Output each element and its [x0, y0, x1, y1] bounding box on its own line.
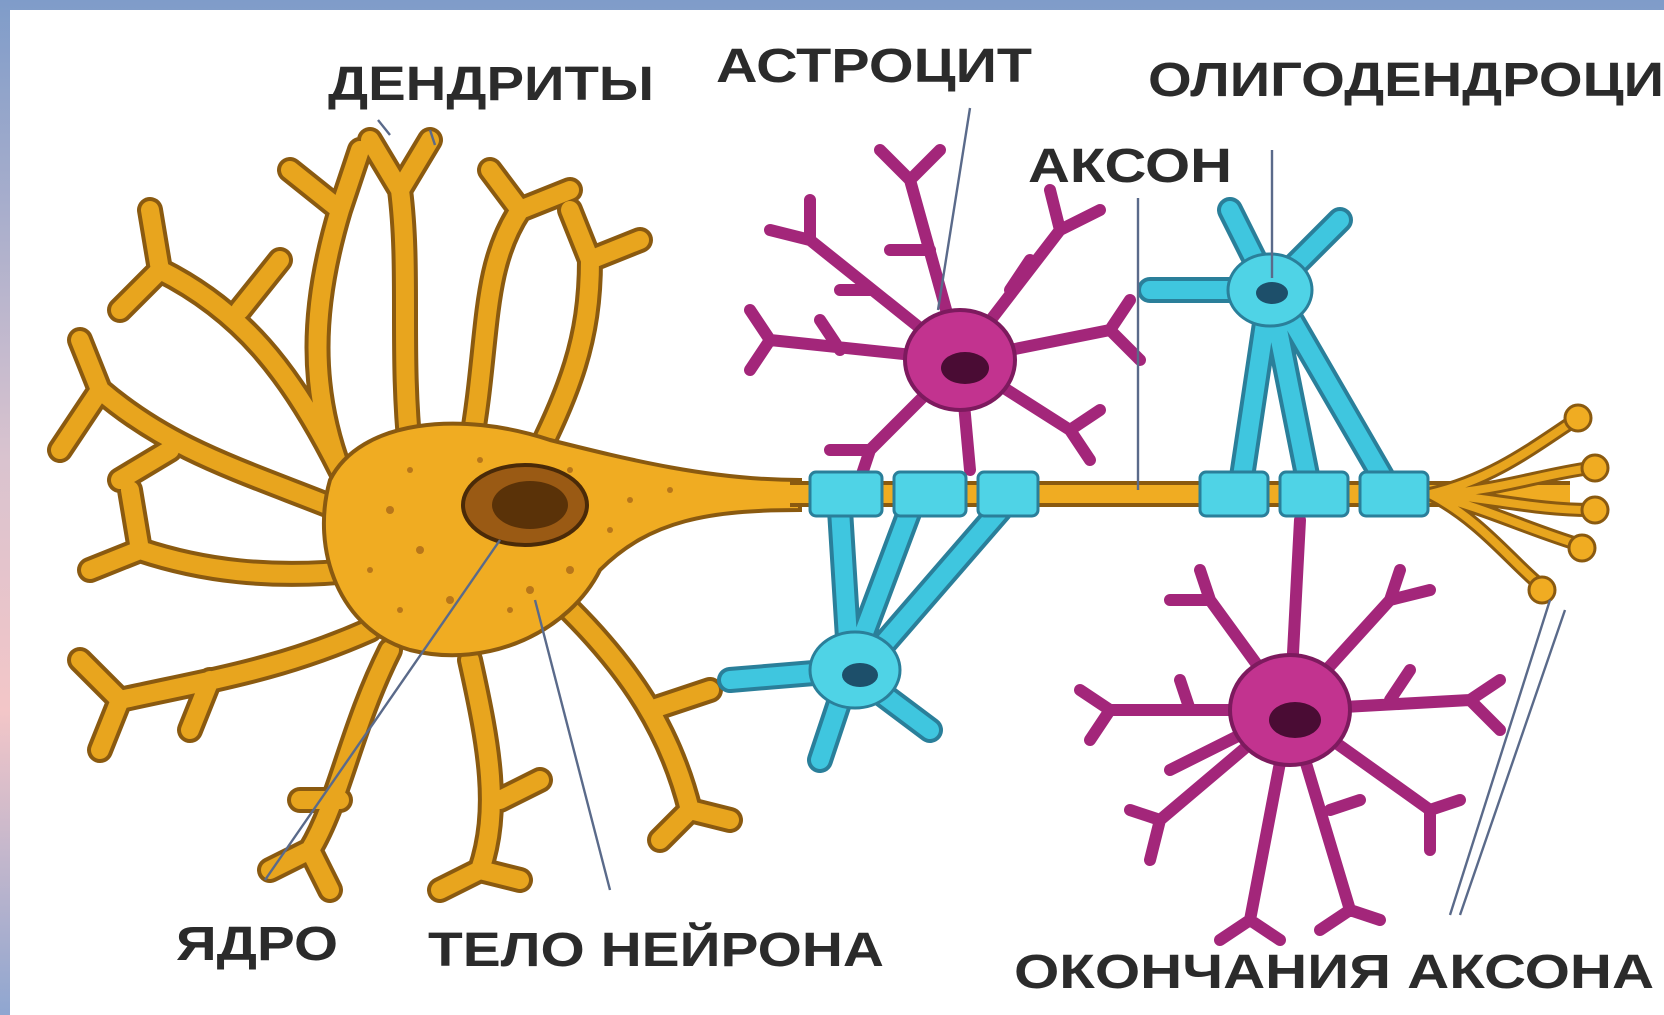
oligodendrocyte-right: [1150, 210, 1390, 490]
myelin-segment-6: [1360, 472, 1428, 516]
terminal-bouton-2: [1582, 455, 1608, 481]
oligodendrocyte-right-nucleus: [1256, 282, 1288, 304]
label-astrocyte: АСТРОЦИТ: [716, 40, 1032, 93]
neuron-diagram: ДЕНДРИТЫ АСТРОЦИТ ОЛИГОДЕНДРОЦИ АКСОН ЯД…: [10, 10, 1664, 1015]
leader-axon-terminals-2: [1460, 610, 1565, 915]
label-dendrites: ДЕНДРИТЫ: [328, 58, 654, 111]
axon-terminals: [1430, 405, 1608, 603]
label-axon-terminals: ОКОНЧАНИЯ АКСОНА: [1014, 946, 1654, 999]
astrocyte-bottom-nucleus: [1269, 702, 1321, 738]
astrocyte-top: [750, 150, 1140, 480]
neuron-soma: [324, 424, 800, 656]
leader-astrocyte: [938, 108, 970, 310]
label-neuron-body: ТЕЛО НЕЙРОНА: [428, 922, 884, 977]
myelin-segment-1: [810, 472, 882, 516]
label-nucleus: ЯДРО: [176, 918, 338, 971]
myelin-segment-5: [1280, 472, 1348, 516]
label-oligodendrocyte: ОЛИГОДЕНДРОЦИ: [1148, 54, 1664, 107]
leader-axon-terminals-1: [1450, 600, 1550, 915]
terminal-bouton-3: [1582, 497, 1608, 523]
terminal-bouton-4: [1569, 535, 1595, 561]
myelin-segment-4: [1200, 472, 1268, 516]
diagram-frame: ДЕНДРИТЫ АСТРОЦИТ ОЛИГОДЕНДРОЦИ АКСОН ЯД…: [10, 10, 1664, 1015]
nucleus-chromatin: [492, 481, 568, 529]
oligodendrocyte-left-nucleus: [842, 663, 878, 687]
label-axon: АКСОН: [1028, 140, 1232, 193]
terminal-bouton-5: [1529, 577, 1555, 603]
astrocyte-bottom: [1080, 520, 1500, 940]
myelin-segment-3: [978, 472, 1038, 516]
terminal-bouton-1: [1565, 405, 1591, 431]
myelin-segment-2: [894, 472, 966, 516]
astrocyte-top-nucleus: [941, 352, 989, 384]
oligodendrocyte-left: [730, 510, 1000, 760]
